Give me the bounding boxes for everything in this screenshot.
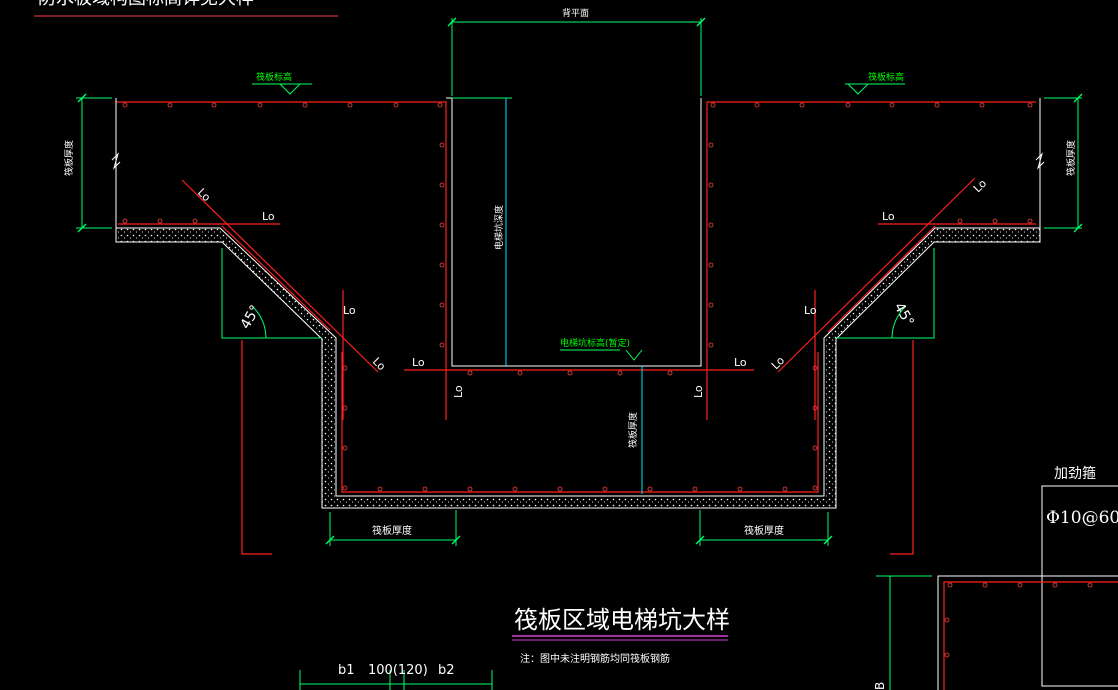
rebar-right-top <box>706 101 1036 362</box>
rebar-left-top <box>116 101 447 362</box>
rebar-diag-right-long <box>777 177 976 373</box>
pit-elevation-label: 电梯坑标高(暂定) <box>560 337 630 349</box>
rebar-diag-right-short <box>827 225 936 333</box>
centerlines <box>505 98 643 494</box>
stiffener-label: 加劲箍 <box>1054 465 1096 482</box>
dim-b1-label: b1 <box>338 663 355 678</box>
raft-thickness-label-left: 筏板厚度 <box>63 140 75 176</box>
top-partial-title: 防水板域构图标高详见大样 <box>38 0 254 9</box>
drawing-title: 筏板区域电梯坑大样 <box>514 606 730 634</box>
lo-label-pit-right-v: Lo <box>692 385 705 398</box>
concrete-blinding-layer <box>115 227 1041 509</box>
raft-thickness-label-right: 筏板厚度 <box>1065 140 1077 176</box>
rebar-dots <box>122 102 1033 492</box>
dim-b2-label: b2 <box>438 663 455 678</box>
section-rebar-dots <box>944 582 1093 658</box>
lo-label-left-bottom: Lo <box>262 210 275 223</box>
pit-thickness-label: 筏板厚度 <box>627 412 639 448</box>
angle-label-left: 45° <box>238 302 264 332</box>
drawing-note: 注：图中未注明钢筋均同筏板钢筋 <box>520 652 670 665</box>
raft-thickness-label-bottom-right: 筏板厚度 <box>744 524 784 537</box>
lo-label-right-diag-low: Lo <box>769 354 787 372</box>
break-symbol-left <box>111 152 121 170</box>
lo-label-left-v: Lo <box>343 304 356 317</box>
lo-label-pit-left: Lo <box>412 356 425 369</box>
edge-b-label: B <box>873 682 887 690</box>
rebar-pit-outer <box>341 352 819 493</box>
dimension-ticks <box>77 17 1083 545</box>
lo-label-right-bottom: Lo <box>882 210 895 223</box>
raft-thickness-label-bottom-left: 筏板厚度 <box>372 524 412 537</box>
angle-label-right: 45° <box>891 300 917 330</box>
dimension-lines <box>76 18 1082 690</box>
lo-label-left-diag-low: Lo <box>370 355 388 373</box>
raft-elevation-label-left: 筏板标高 <box>256 71 292 83</box>
rebar-diag-left-short <box>221 225 331 331</box>
lo-label-right-v: Lo <box>804 304 817 317</box>
rebar-drop-left <box>241 340 272 555</box>
break-symbol-right <box>1035 152 1045 170</box>
lo-label-left-diag: Lo <box>195 186 213 204</box>
lo-label-pit-right: Lo <box>734 356 747 369</box>
section-rebar <box>943 581 1118 690</box>
section-outline <box>937 575 1118 690</box>
rebar-diag-left-long <box>181 179 379 373</box>
pit-depth-label: 电梯坑深度 <box>493 205 505 250</box>
dim-mid-label: 100(120) <box>368 663 428 678</box>
lo-label-pit-left-v: Lo <box>452 385 465 398</box>
stiffener-spec: Φ10@60 <box>1046 508 1118 528</box>
rebar-group <box>116 101 1036 555</box>
pit-outline <box>115 97 1041 367</box>
top-face-label: 背平面 <box>562 7 589 19</box>
stiffener-detail-box <box>1041 485 1118 687</box>
raft-elevation-label-right: 筏板标高 <box>868 71 904 83</box>
rebar-drop-right <box>890 340 914 555</box>
